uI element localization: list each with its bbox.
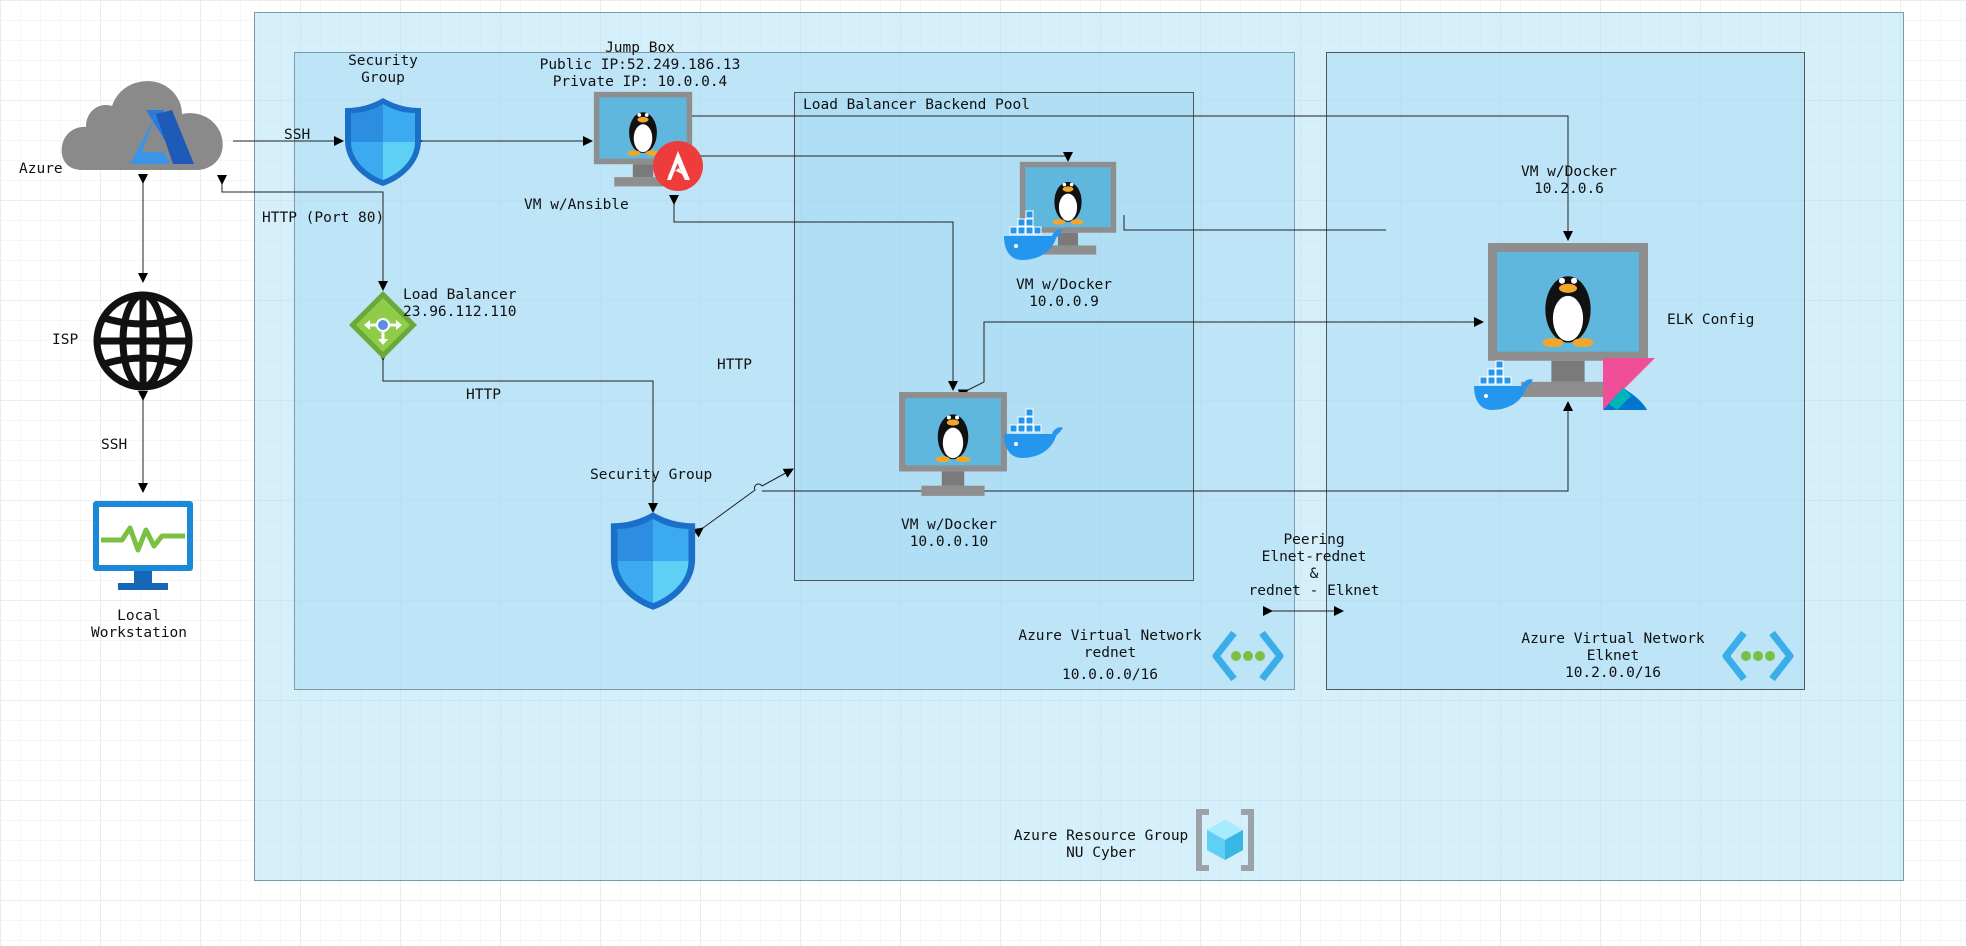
load-balancer-icon: [348, 290, 418, 360]
resource-group-label: Azure Resource Group NU Cyber: [1013, 828, 1189, 861]
peering-label: Peering Elnet-rednet & rednet - Elknet: [1248, 532, 1380, 599]
http-port80-label: HTTP (Port 80): [262, 210, 385, 226]
local-workstation-label: Local Workstation: [90, 608, 188, 641]
connector-lb-sg2: [378, 351, 658, 513]
connector-sg2-pool: [692, 468, 794, 538]
vm-docker-elk-ip-label: VM w/Docker 10.2.0.6: [1520, 164, 1618, 197]
connector-jumpbox-vm9: [688, 152, 1073, 162]
ssh-label-upper: SSH: [284, 127, 311, 143]
security-group-top-label: Security Group: [348, 53, 418, 86]
linux-vm-icon: [893, 390, 1013, 502]
globe-icon: [92, 290, 194, 392]
elknet-label: Azure Virtual Network Elknet 10.2.0.0/16: [1521, 631, 1705, 681]
linux-vm-icon: [1013, 160, 1123, 260]
security-group-bottom-label: Security Group: [590, 467, 713, 483]
ssh-label-lower: SSH: [101, 437, 128, 453]
elk-config-label: ELK Config: [1667, 312, 1755, 328]
load-balancer-label: Load Balancer 23.96.112.110: [403, 287, 517, 320]
backend-pool-label: Load Balancer Backend Pool: [803, 97, 1030, 113]
isp-label: ISP: [52, 332, 79, 348]
connector-jumpbox-vm10: [669, 195, 958, 391]
connector-vm9-elk: [1123, 215, 1386, 231]
rednet-cidr-label: 10.0.0.0/16: [1061, 667, 1159, 683]
http-lb-label: HTTP: [466, 387, 501, 403]
docker-icon: [1472, 360, 1534, 412]
shield-icon: [603, 510, 703, 612]
resource-group-icon: [1193, 808, 1257, 872]
http-pool-label: HTTP: [717, 357, 752, 373]
jump-box-label: Jump Box Public IP:52.249.186.13 Private…: [539, 40, 741, 90]
connector-vm10-elk: [957, 317, 1484, 399]
vnet-icon: [1212, 630, 1284, 682]
vm-docker-10-label: VM w/Docker 10.0.0.10: [900, 517, 998, 550]
ansible-icon: [652, 140, 704, 192]
shield-icon: [343, 96, 423, 188]
connector-http-cloud-lb: [217, 175, 388, 291]
monitor-icon: [92, 500, 194, 592]
linux-vm-icon: [1483, 240, 1653, 406]
connector-sg2-elk: [762, 401, 1573, 492]
linux-vm-icon: [592, 90, 694, 192]
azure-label: Azure: [19, 161, 63, 177]
vm-ansible-label: VM w/Ansible: [524, 197, 629, 213]
docker-icon: [1002, 210, 1064, 262]
docker-icon: [1002, 408, 1064, 460]
azure-cloud-icon: [60, 78, 226, 172]
vnet-icon: [1722, 630, 1794, 682]
vm-docker-9-label: VM w/Docker 10.0.0.9: [1015, 277, 1113, 310]
connector-jumpbox-elk: [692, 115, 1573, 241]
rednet-label: Azure Virtual Network rednet: [1018, 628, 1202, 661]
kibana-icon: [1603, 358, 1655, 410]
